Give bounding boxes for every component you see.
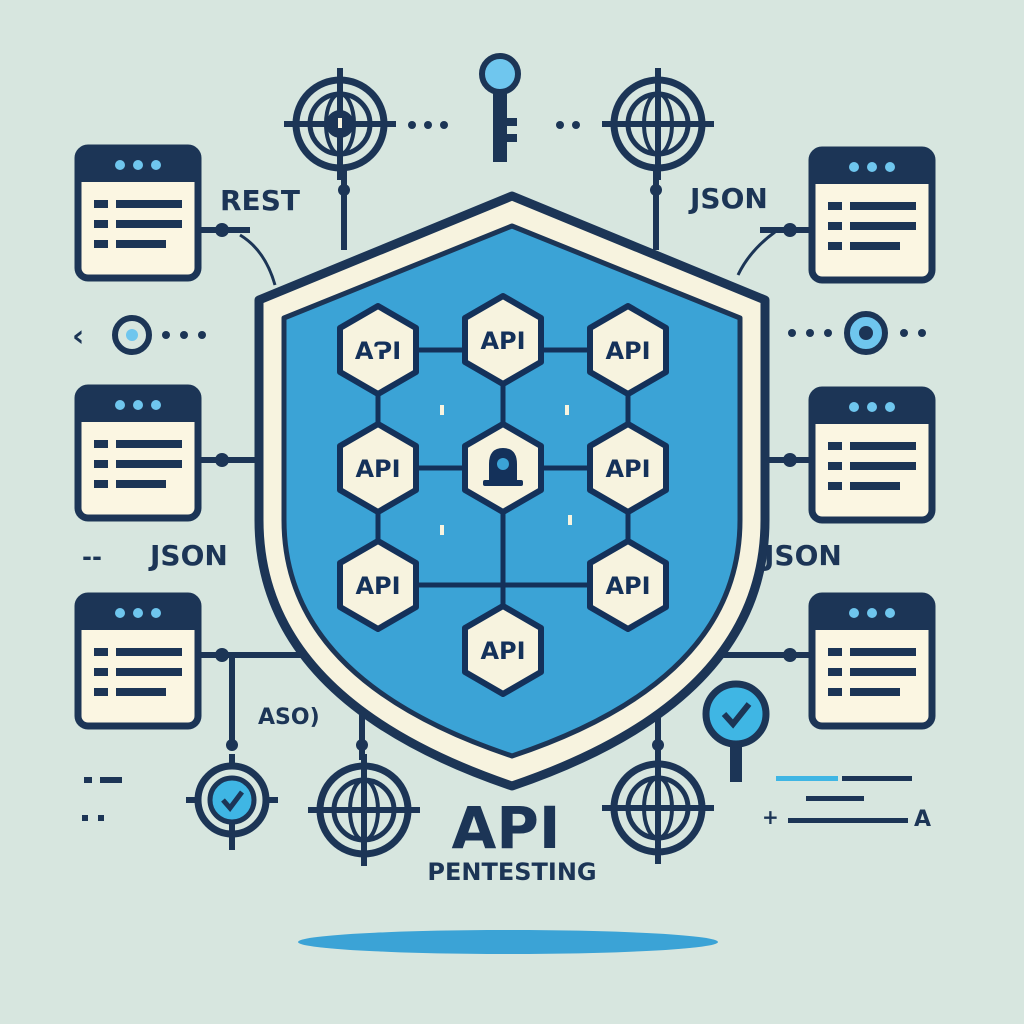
title-sub: PENTESTING (427, 858, 596, 886)
browser-window-icon-mid-right (812, 390, 932, 520)
curve-left (239, 233, 277, 286)
browser-window-icon-bottom-right (812, 596, 932, 726)
api-node-3-label: API (605, 337, 650, 365)
target-icon-left (112, 315, 152, 355)
api-node-2-label: API (480, 327, 525, 355)
ground-shadow (298, 930, 718, 954)
dash-marks-left (162, 331, 206, 339)
api-node-7-label: API (355, 572, 400, 600)
api-node-1-label: AɁI (355, 337, 401, 365)
dots-top (408, 121, 580, 129)
left-arrow-glyph: ‹ (72, 319, 84, 354)
globe-crosshair-icon-top-left (284, 68, 396, 180)
target-icon-right (844, 311, 888, 355)
globe-crosshair-icon-bottom-right (602, 752, 714, 864)
api-node-6-label: API (605, 455, 650, 483)
api-node-8-label: API (605, 572, 650, 600)
rest-label: REST (220, 184, 300, 217)
text-lines-bottom-right (776, 776, 912, 823)
dash-marks-bottom-left (82, 777, 122, 821)
network-sparkles (440, 405, 572, 535)
globe-crosshair-icon-top-right (602, 68, 714, 180)
plus-glyph: + (762, 805, 779, 829)
checkmark-badge-icon (186, 754, 278, 846)
title-main: API (452, 794, 561, 862)
magnifier-check-icon (702, 680, 770, 782)
lock-node (465, 424, 541, 512)
connector-dots (215, 184, 797, 751)
lock-icon (483, 448, 523, 486)
curve-right (736, 230, 776, 276)
key-icon (479, 53, 521, 162)
aso-label: ASO) (258, 705, 320, 730)
left-dashes: -- (82, 543, 102, 571)
browser-window-icon-top-left (78, 148, 198, 278)
browser-window-icon-bottom-left (78, 596, 198, 726)
json-label-mid-right: JSON (762, 539, 842, 572)
browser-window-icon-top-right (812, 150, 932, 280)
stray-a-label: A (914, 807, 931, 832)
dash-marks-right (788, 329, 926, 337)
json-label-mid-left: JSON (148, 539, 228, 572)
globe-crosshair-icon-bottom-left (308, 754, 420, 866)
api-node-4-label: API (355, 455, 400, 483)
api-node-9-label: API (480, 637, 525, 665)
browser-window-icon-mid-left (78, 388, 198, 518)
json-label-top-right: JSON (688, 182, 768, 215)
